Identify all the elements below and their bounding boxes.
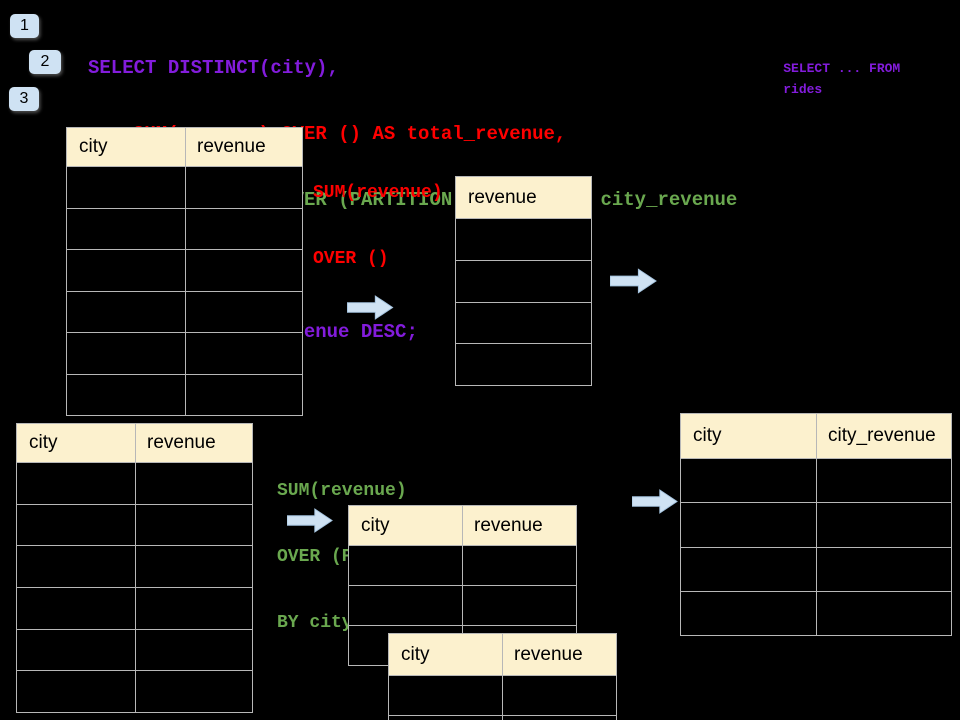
- table-source-top-body: [67, 167, 302, 415]
- table-row: [67, 332, 302, 374]
- table-source-bottom-body: [17, 463, 252, 712]
- column-divider: [502, 634, 503, 720]
- header-cell-city-revenue: city_revenue: [828, 425, 936, 446]
- table-row: [17, 545, 252, 587]
- annotation-total-line-2: OVER (): [313, 249, 389, 269]
- table-source-top: city revenue: [66, 127, 303, 416]
- step-badge-1-label: 1: [20, 17, 29, 34]
- right-arrow-icon: [287, 508, 333, 533]
- column-divider: [135, 424, 136, 712]
- annotation-partition-line-1: SUM(revenue): [277, 481, 407, 501]
- sql-line-select: SELECT DISTINCT(city),: [88, 57, 339, 79]
- header-cell-city: city: [401, 643, 430, 665]
- table-source-bottom-header: city revenue: [17, 424, 252, 463]
- annotation-total-line-1: SUM(revenue): [313, 183, 443, 203]
- table-row: [17, 670, 252, 712]
- side-note-line-1: SELECT ... FROM: [783, 61, 901, 76]
- table-total-revenue-result: revenue: [455, 176, 592, 386]
- table-row: [17, 628, 252, 671]
- step-badge-2: 2: [29, 50, 61, 74]
- header-cell-revenue: revenue: [147, 432, 216, 453]
- table-source-top-header: city revenue: [67, 128, 302, 167]
- right-arrow-icon: [632, 489, 678, 514]
- header-cell-city: city: [29, 432, 58, 453]
- header-cell-revenue: revenue: [474, 514, 543, 536]
- step-badge-1: 1: [10, 14, 39, 38]
- table-city-revenue-result: city city_revenue: [680, 413, 952, 636]
- header-cell-revenue: revenue: [468, 186, 537, 208]
- table-row: [67, 249, 302, 291]
- column-divider: [816, 414, 817, 635]
- header-cell-city: city: [79, 136, 108, 157]
- table-row: [456, 219, 591, 260]
- table-row: [67, 290, 302, 333]
- table-partition-step-overlay: city revenue: [388, 633, 617, 720]
- column-divider: [185, 128, 186, 415]
- header-cell-revenue: revenue: [197, 136, 266, 157]
- step-badge-2-label: 2: [40, 53, 50, 70]
- table-source-bottom: city revenue: [16, 423, 253, 713]
- header-cell-city: city: [693, 425, 722, 446]
- table-row: [456, 343, 591, 385]
- side-note-line-2: rides: [783, 82, 823, 97]
- table-total-revenue-header: revenue: [456, 177, 591, 219]
- right-arrow-icon: [347, 295, 394, 320]
- table-row: [17, 503, 252, 546]
- step-badge-3-label: 3: [19, 90, 29, 107]
- table-row: [456, 301, 591, 344]
- table-total-revenue-body: [456, 219, 591, 385]
- header-cell-city: city: [361, 514, 390, 536]
- table-row: [67, 207, 302, 250]
- header-cell-revenue: revenue: [514, 643, 583, 665]
- table-row: [67, 373, 302, 416]
- table-row: [17, 587, 252, 629]
- column-divider: [462, 506, 463, 665]
- annotation-sum-over-total: SUM(revenue) OVER (): [313, 138, 443, 314]
- step-badge-3: 3: [9, 87, 39, 111]
- right-arrow-icon: [610, 268, 657, 294]
- side-note-select-from-rides: SELECT ... FROM rides: [752, 37, 900, 121]
- table-row: [456, 259, 591, 302]
